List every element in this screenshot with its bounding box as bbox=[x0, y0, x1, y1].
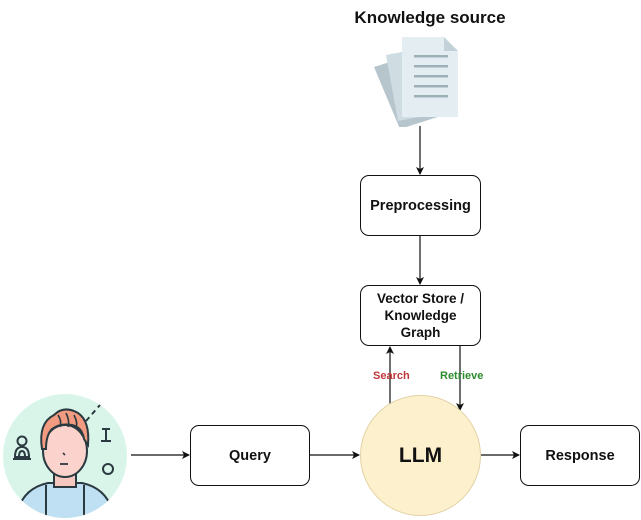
vector-store-node: Vector Store / Knowledge Graph bbox=[360, 285, 481, 346]
query-node: Query bbox=[190, 425, 310, 486]
vector-store-label-line2: Knowledge bbox=[384, 308, 457, 323]
response-label: Response bbox=[545, 447, 615, 464]
preprocessing-node: Preprocessing bbox=[360, 175, 481, 236]
response-node: Response bbox=[520, 425, 640, 486]
query-label: Query bbox=[229, 447, 271, 464]
llm-node: LLM bbox=[360, 395, 481, 516]
llm-label: LLM bbox=[398, 443, 443, 467]
documents-icon bbox=[374, 37, 458, 127]
vector-store-label-line3: Graph bbox=[400, 325, 441, 340]
search-label: Search bbox=[373, 370, 410, 382]
user-avatar-icon bbox=[3, 394, 127, 518]
retrieve-label: Retrieve bbox=[440, 370, 484, 382]
vector-store-label-line1: Vector Store / bbox=[376, 291, 465, 306]
preprocessing-label: Preprocessing bbox=[370, 197, 471, 214]
knowledge-source-title: Knowledge source bbox=[354, 8, 506, 27]
